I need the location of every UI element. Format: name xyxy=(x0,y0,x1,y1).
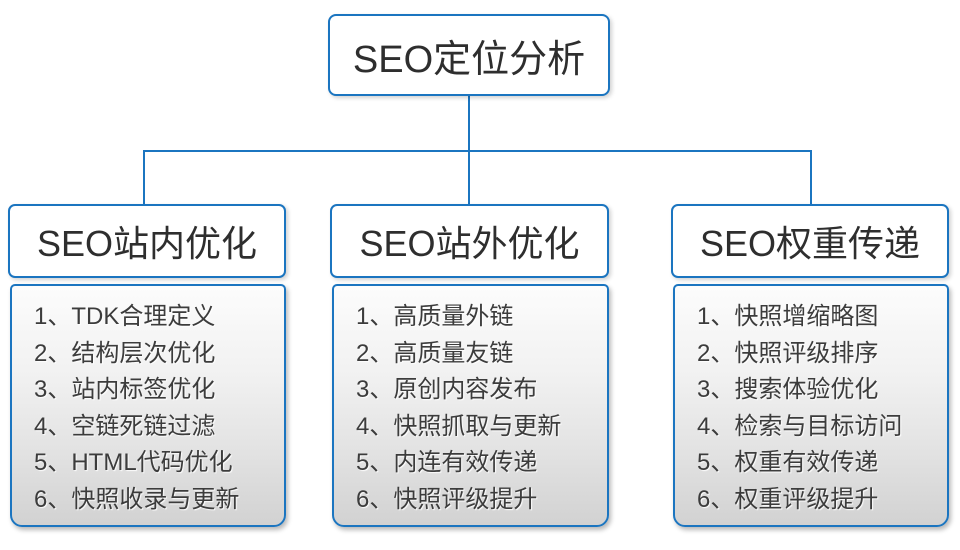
column-list-onsite: 1、TDK合理定义 2、结构层次优化 3、站内标签优化 4、空链死链过滤 5、H… xyxy=(10,284,286,527)
list-item: 2、高质量友链 xyxy=(356,339,514,367)
root-node-seo-positioning-analysis: SEO定位分析 xyxy=(328,14,610,96)
list-item: 3、搜索体验优化 xyxy=(697,376,879,403)
column-header-offsite: SEO站外优化 xyxy=(330,204,609,278)
connector-stem-vertical xyxy=(468,96,470,152)
root-node-title: SEO定位分析 xyxy=(352,38,586,81)
column-header-title: SEO站内优化 xyxy=(36,223,258,264)
list-item: 5、HTML代码优化 xyxy=(34,449,233,476)
column-header-title: SEO权重传递 xyxy=(699,223,921,264)
column-header-weight: SEO权重传递 xyxy=(671,204,949,278)
list-item: 6、快照收录与更新 xyxy=(34,485,240,513)
list-item: 2、快照评级排序 xyxy=(697,339,879,367)
list-item: 4、快照抓取与更新 xyxy=(356,412,562,440)
item-list: 1、快照增缩略图 2、快照评级排序 3、搜索体验优化 4、检索与目标访问 5、权… xyxy=(675,286,947,518)
connector-drop-right xyxy=(810,150,812,206)
column-header-onsite: SEO站内优化 xyxy=(8,204,286,278)
connector-drop-left xyxy=(143,150,145,206)
list-item: 5、内连有效传递 xyxy=(356,449,538,476)
list-item: 3、站内标签优化 xyxy=(34,376,216,403)
item-list: 1、TDK合理定义 2、结构层次优化 3、站内标签优化 4、空链死链过滤 5、H… xyxy=(12,286,284,518)
item-list: 1、高质量外链 2、高质量友链 3、原创内容发布 4、快照抓取与更新 5、内连有… xyxy=(334,286,607,518)
list-item: 5、权重有效传递 xyxy=(697,449,879,476)
list-item: 2、结构层次优化 xyxy=(34,339,216,367)
list-item: 3、原创内容发布 xyxy=(356,376,538,403)
list-item: 6、权重评级提升 xyxy=(697,485,879,513)
list-item: 1、TDK合理定义 xyxy=(34,303,216,330)
column-header-title: SEO站外优化 xyxy=(359,223,580,264)
list-item: 1、快照增缩略图 xyxy=(697,303,879,330)
column-list-weight: 1、快照增缩略图 2、快照评级排序 3、搜索体验优化 4、检索与目标访问 5、权… xyxy=(673,284,949,527)
list-item: 6、快照评级提升 xyxy=(356,485,538,513)
column-list-offsite: 1、高质量外链 2、高质量友链 3、原创内容发布 4、快照抓取与更新 5、内连有… xyxy=(332,284,609,527)
connector-drop-center xyxy=(468,150,470,206)
connector-crossbar xyxy=(143,150,812,152)
list-item: 4、检索与目标访问 xyxy=(697,412,903,440)
list-item: 1、高质量外链 xyxy=(356,303,514,330)
list-item: 4、空链死链过滤 xyxy=(34,412,216,440)
